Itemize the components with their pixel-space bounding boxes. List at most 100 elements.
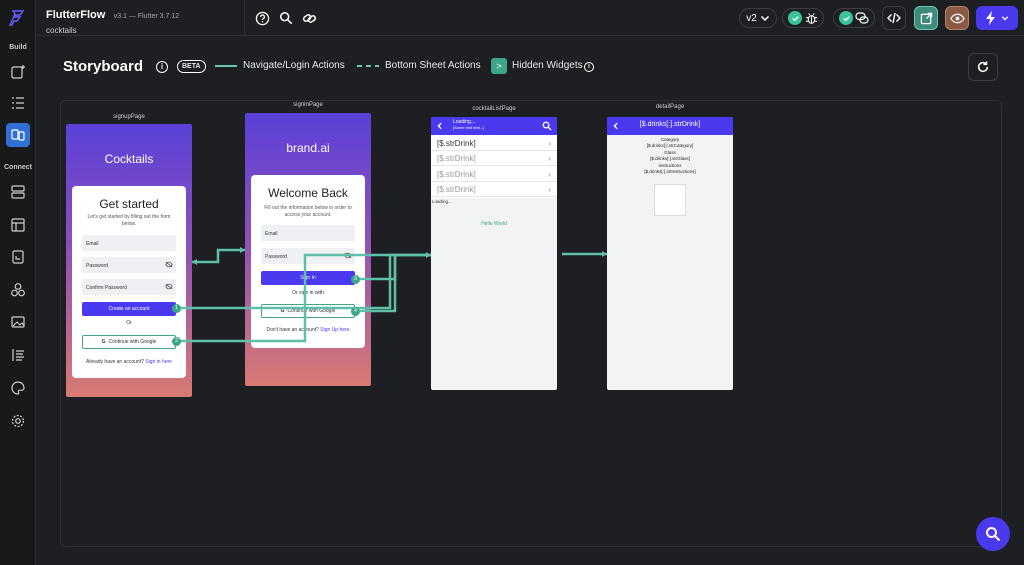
have-account-text: Already have an account?: [86, 359, 144, 365]
navigate-legend-line: [215, 65, 237, 67]
list-item[interactable]: [$.strDrink]›: [431, 167, 557, 182]
search-icon[interactable]: [278, 10, 294, 26]
info-icon[interactable]: i: [156, 61, 168, 73]
hidden-widgets-toggle[interactable]: >: [491, 58, 507, 74]
signin-password-label: Password: [265, 254, 287, 260]
refresh-icon: [977, 61, 989, 73]
refresh-button[interactable]: [968, 53, 998, 81]
search-hint[interactable]: [Some hint text...]: [453, 125, 485, 130]
page-title: Storyboard: [63, 58, 144, 75]
back-arrow-icon[interactable]: [436, 122, 444, 130]
action-badge[interactable]: 2: [172, 337, 181, 346]
instructions-label: Instructions: [658, 163, 682, 168]
beta-badge: BETA: [177, 60, 206, 73]
preview-button[interactable]: [945, 6, 969, 30]
cocktaillist-page-frame[interactable]: Loading... [Some hint text...] [$.strDri…: [431, 117, 557, 390]
signup-heading: Get started: [99, 197, 159, 211]
chat-bubbles-icon: [855, 11, 869, 24]
action-badge[interactable]: 3: [351, 275, 360, 284]
password-field[interactable]: Password: [82, 257, 176, 273]
version-label: v2: [746, 12, 757, 24]
signin-page-label: signinPage: [293, 102, 323, 108]
detail-appbar: [$.drinks[:].strDrink]: [607, 117, 733, 135]
custom-code-icon[interactable]: [8, 247, 28, 267]
sign-up-link[interactable]: Sign Up here: [320, 327, 350, 333]
signin-page-frame[interactable]: brand.ai Welcome Back Fill out the infor…: [245, 113, 371, 386]
confirm-password-field[interactable]: Confirm Password: [82, 279, 176, 295]
or-sign-in-label: Or sign in with: [292, 290, 324, 296]
signup-brand: Cocktails: [104, 152, 154, 166]
list-item-label: [$.strDrink]: [437, 154, 476, 163]
create-account-button[interactable]: Create an account: [82, 302, 176, 316]
integrations-icon[interactable]: [8, 280, 28, 300]
flutterflow-logo-icon[interactable]: [8, 8, 28, 28]
project-name[interactable]: cocktails: [46, 26, 77, 35]
list-item[interactable]: [$.strDrink]›: [431, 151, 557, 166]
email-field[interactable]: Email: [82, 235, 176, 251]
floating-search-button[interactable]: [976, 517, 1010, 551]
signin-card: Welcome Back Fill out the information be…: [251, 175, 365, 348]
signup-page-label: signupPage: [113, 114, 145, 120]
cocktaillist-appbar: Loading... [Some hint text...]: [431, 117, 557, 135]
link-icon[interactable]: [301, 10, 317, 26]
signup-to-signin-connector: [192, 248, 245, 264]
have-account-row: Already have an account? Sign in here: [72, 359, 186, 365]
sign-in-link[interactable]: Sign in here: [145, 359, 172, 365]
version-selector[interactable]: v2: [739, 8, 777, 28]
app-state-icon[interactable]: [8, 215, 28, 235]
storyboard-canvas[interactable]: [60, 100, 1002, 547]
detail-title: [$.drinks[:].strDrink]: [639, 121, 701, 128]
comments-status-pill[interactable]: [833, 8, 875, 28]
list-item-label: [$.strDrink]: [437, 170, 476, 179]
list-item[interactable]: [$.strDrink]›: [431, 182, 557, 197]
brand-block: FlutterFlow v3.1 — Flutter 3.7.12 cockta…: [46, 5, 179, 35]
list-item-label: [$.strDrink]: [437, 139, 476, 148]
search-icon[interactable]: [542, 121, 552, 131]
build-section-label: Build: [9, 44, 27, 51]
view-code-button[interactable]: [882, 6, 906, 30]
settings-gear-icon[interactable]: [8, 411, 28, 431]
app-version: v3.1 — Flutter 3.7.12: [113, 13, 180, 20]
action-badge[interactable]: 4: [351, 307, 360, 316]
help-icon[interactable]: [254, 10, 270, 26]
theme-palette-icon[interactable]: [8, 378, 28, 398]
navigate-legend-label: Navigate/Login Actions: [243, 60, 345, 71]
widget-tree-icon[interactable]: [8, 93, 28, 113]
chevron-down-icon: [1001, 16, 1009, 21]
google-g-icon: G: [101, 339, 106, 345]
debug-status-pill[interactable]: [782, 8, 824, 28]
list-settings-icon[interactable]: [8, 345, 28, 365]
app-name: FlutterFlow: [46, 9, 106, 21]
bottom-sheet-legend-label: Bottom Sheet Actions: [385, 60, 481, 71]
or-divider-label: Or: [126, 320, 132, 326]
chevron-right-icon: ›: [548, 139, 551, 148]
bug-icon: [805, 12, 817, 24]
eye-off-icon[interactable]: [165, 283, 173, 290]
detail-body: Category [$.drinks[:].strCategory] Glass…: [607, 137, 733, 174]
connect-section-label: Connect: [4, 164, 32, 171]
action-badge[interactable]: 1: [172, 304, 181, 313]
topbar-divider: [244, 0, 245, 36]
signin-email-field[interactable]: Email: [261, 225, 355, 241]
sign-in-button[interactable]: Sign In: [261, 271, 355, 285]
detail-page-frame[interactable]: [$.drinks[:].strDrink] Category [$.drink…: [607, 117, 733, 390]
run-mode-button[interactable]: [976, 6, 1018, 30]
detail-page-label: detailPage: [655, 104, 685, 110]
hello-world-text: Hello World: [481, 221, 507, 227]
back-arrow-icon[interactable]: [612, 122, 620, 130]
hidden-widgets-label: Hidden Widgets: [512, 60, 583, 71]
signup-page-frame[interactable]: Cocktails Get started Let's get started …: [66, 124, 192, 397]
database-icon[interactable]: [8, 182, 28, 202]
arrowhead: [192, 259, 197, 265]
left-rail: Build Connect: [0, 0, 36, 565]
google-signin-connector: [360, 255, 397, 313]
list-item[interactable]: [$.strDrink] ›: [431, 136, 557, 151]
eye-off-icon[interactable]: [165, 261, 173, 268]
hidden-info-icon[interactable]: i: [584, 62, 594, 72]
storyboard-icon[interactable]: [6, 123, 30, 147]
top-bar: FlutterFlow v3.1 — Flutter 3.7.12 cockta…: [36, 0, 1024, 36]
media-assets-icon[interactable]: [8, 312, 28, 332]
add-page-icon[interactable]: [8, 62, 28, 82]
open-external-button[interactable]: [914, 6, 938, 30]
